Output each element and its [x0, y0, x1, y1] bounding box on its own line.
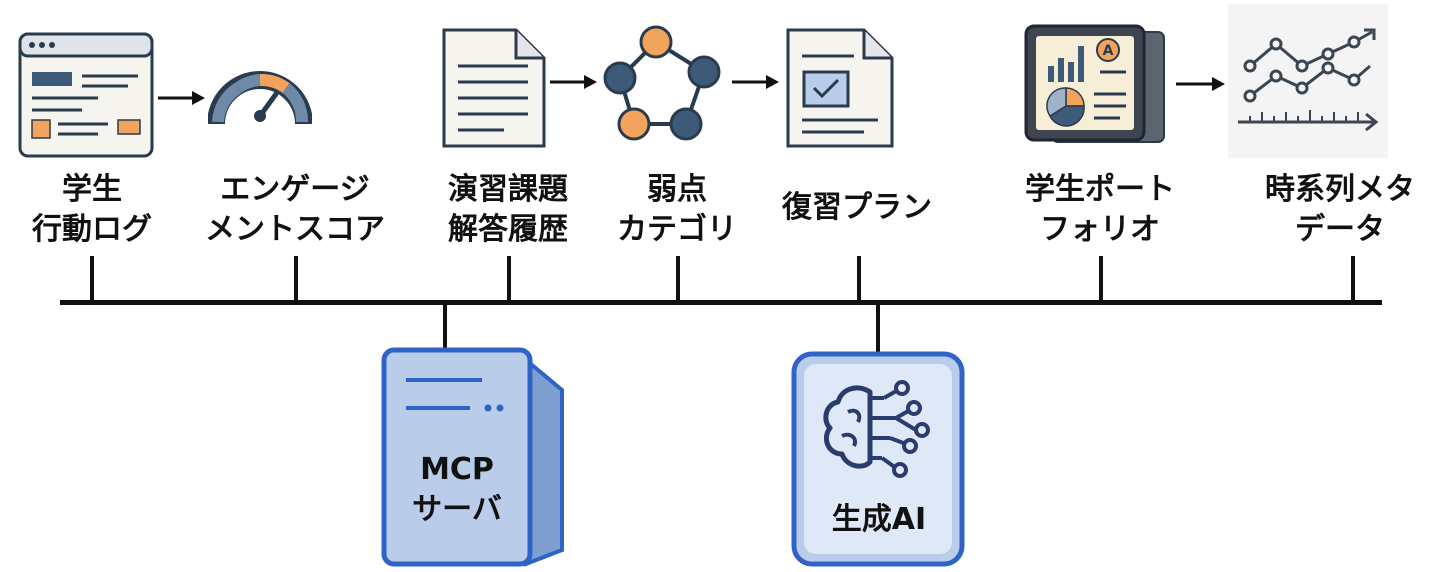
tick-3 [507, 256, 511, 300]
node-label-line: 学生 [62, 172, 122, 207]
time-series-chart-icon [1228, 4, 1388, 158]
arrow-right-icon [158, 91, 205, 105]
gauge-icon [208, 71, 312, 125]
mcp-server-line: MCP [420, 452, 494, 487]
document-icon [442, 28, 546, 148]
timeline-bus [60, 300, 1382, 305]
network-graph-icon [603, 25, 721, 141]
arrow-right-icon [1176, 77, 1225, 91]
tick-1 [90, 256, 94, 300]
brain-icon [823, 380, 930, 478]
drop-ai [876, 304, 880, 352]
arrow-right-icon [732, 75, 779, 89]
drop-mcp [443, 304, 447, 348]
node-label-weak-category: 弱点 カテゴリ [602, 170, 752, 250]
tick-2 [294, 256, 298, 300]
node-label-engagement: エンゲージ メントスコア [190, 170, 400, 250]
arrow-right-icon [550, 75, 597, 89]
node-label-line: 復習プラン [782, 190, 932, 225]
node-label-timeseries: 時系列メタ データ [1240, 170, 1440, 250]
checklist-document-icon [786, 28, 894, 148]
browser-window-icon [18, 32, 154, 158]
portfolio-tablet-icon: A [1024, 24, 1165, 143]
gen-ai-label: 生成AI [831, 502, 927, 537]
node-label-line: カテゴリ [617, 212, 737, 247]
mcp-server-label: MCP サーバ [384, 450, 530, 530]
node-label-line: 行動ログ [32, 212, 152, 247]
node-label-line: 演習課題 [448, 172, 568, 207]
node-label-review-plan: 復習プラン [762, 188, 952, 228]
mcp-server-line: サーバ [412, 492, 502, 527]
node-label-student-log: 学生 行動ログ [22, 170, 162, 250]
tick-6 [1099, 256, 1103, 300]
tick-7 [1351, 256, 1355, 300]
portfolio-badge-label: A [1103, 43, 1114, 59]
node-label-line: フォリオ [1040, 212, 1160, 247]
node-label-line: エンゲージ [220, 172, 370, 207]
node-label-exercise-history: 演習課題 解答履歴 [428, 170, 588, 250]
server-icon [381, 347, 564, 567]
tick-5 [857, 256, 861, 300]
node-label-portfolio: 学生ポート フォリオ [1000, 170, 1200, 250]
node-label-line: メントスコア [205, 212, 385, 247]
node-label-line: 弱点 [647, 172, 707, 207]
node-label-line: 時系列メタ [1265, 172, 1415, 207]
tick-4 [676, 256, 680, 300]
node-label-line: 学生ポート [1025, 172, 1175, 207]
node-label-line: データ [1295, 212, 1385, 247]
node-label-line: 解答履歴 [448, 212, 568, 247]
